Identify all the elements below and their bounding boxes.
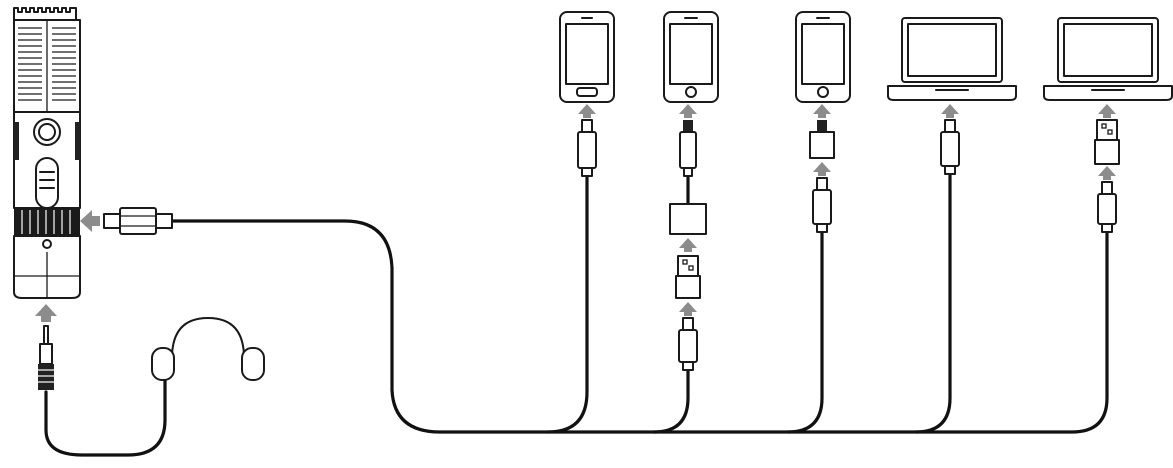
headphones-icon — [151, 317, 265, 381]
lightning-plug — [809, 120, 835, 159]
smartphone-icon — [559, 11, 615, 103]
usb-c-plug — [577, 119, 597, 177]
cable-to-phone-3 — [786, 230, 824, 434]
usb-a-plug — [675, 255, 701, 299]
usb-c-plug — [812, 177, 832, 233]
cable-to-phone-1 — [546, 172, 589, 434]
arrow-up-icon — [1098, 166, 1116, 180]
usb-c-plug — [678, 317, 698, 371]
cable-to-laptop-1 — [914, 172, 952, 434]
arrow-up-icon — [813, 162, 831, 176]
smartphone-icon — [795, 11, 851, 103]
arrow-up-icon — [679, 302, 697, 316]
arrow-left-icon — [80, 210, 100, 232]
3.5mm-jack — [38, 325, 54, 390]
lightning-plug — [679, 120, 697, 177]
microphone-icon — [13, 7, 81, 299]
arrow-up-icon — [679, 104, 697, 118]
laptop-icon — [1043, 17, 1173, 101]
laptop-icon — [887, 17, 1017, 101]
adapter-box — [669, 203, 707, 235]
usb-c-plug — [1097, 181, 1117, 233]
arrow-up-icon — [813, 104, 831, 118]
cable-to-phone-2 — [652, 368, 690, 434]
usb-c-plug — [103, 207, 173, 235]
arrow-up-icon — [941, 104, 959, 118]
arrow-up-icon — [35, 304, 57, 322]
arrow-up-icon — [1098, 104, 1116, 118]
cable-network — [44, 172, 1109, 457]
arrow-up-icon — [578, 104, 596, 118]
smartphone-icon — [663, 11, 719, 103]
arrow-up-icon — [679, 238, 697, 252]
usb-c-plug — [940, 119, 960, 175]
usb-a-plug — [1094, 119, 1120, 165]
main-cable — [170, 219, 1109, 434]
